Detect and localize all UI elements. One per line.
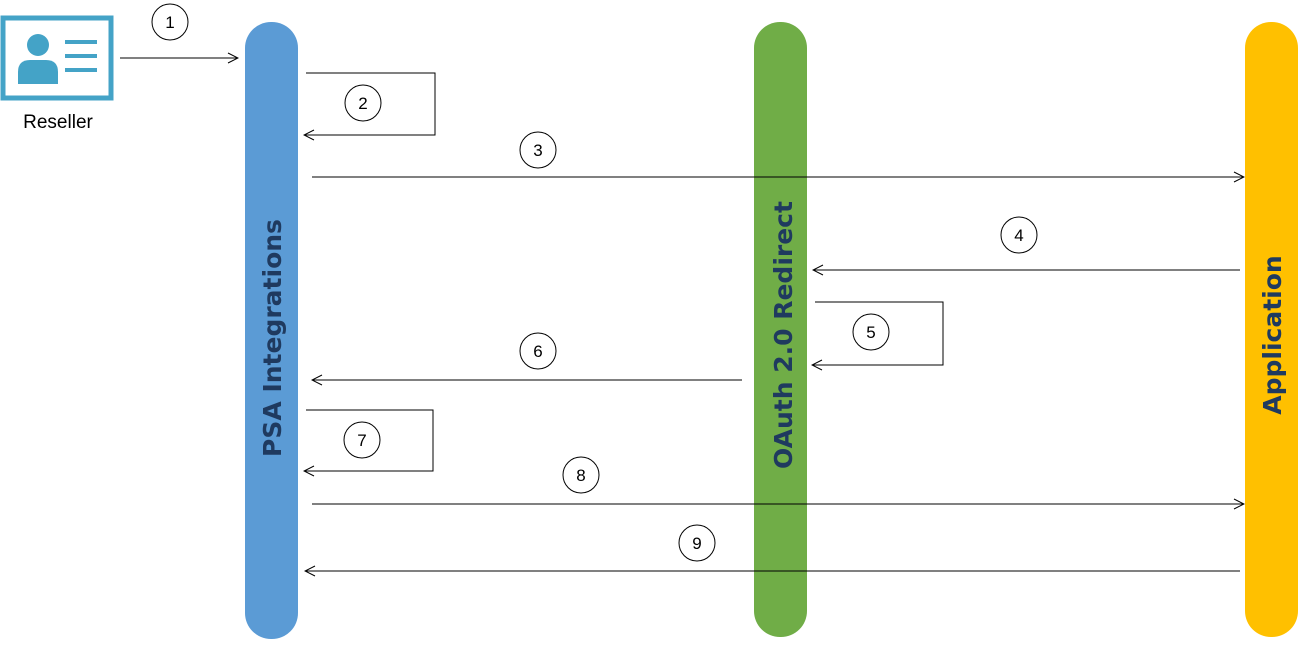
step-number-5: 5 bbox=[866, 323, 875, 342]
lane-label-oauth: OAuth 2.0 Redirect bbox=[769, 201, 798, 469]
step-number-9: 9 bbox=[692, 534, 701, 553]
step-number-8: 8 bbox=[576, 466, 585, 485]
step-badge-2: 2 bbox=[344, 84, 382, 122]
step-badges: 1 2 3 4 5 6 7 8 bbox=[151, 3, 1038, 562]
reseller-actor: Reseller bbox=[0, 15, 114, 133]
lane-bar-oauth bbox=[754, 22, 807, 637]
step-badge-6: 6 bbox=[519, 332, 557, 370]
lane-application: Application bbox=[1245, 22, 1298, 637]
step-number-4: 4 bbox=[1014, 226, 1023, 245]
step-badge-1: 1 bbox=[151, 3, 189, 41]
arrow-step-2 bbox=[304, 72, 436, 135]
step-badge-8: 8 bbox=[562, 456, 600, 494]
step-badge-5: 5 bbox=[852, 313, 890, 351]
step-badge-7: 7 bbox=[343, 421, 381, 459]
step-badge-9: 9 bbox=[678, 524, 716, 562]
step-number-7: 7 bbox=[357, 431, 366, 450]
step-number-1: 1 bbox=[165, 13, 174, 32]
step-number-2: 2 bbox=[358, 94, 367, 113]
arrow-step-5 bbox=[812, 301, 944, 365]
lane-oauth-redirect: OAuth 2.0 Redirect bbox=[754, 22, 807, 637]
lane-label-psa: PSA Integrations bbox=[258, 219, 287, 457]
reseller-card-icon bbox=[0, 15, 114, 101]
step-number-3: 3 bbox=[533, 141, 542, 160]
reseller-label: Reseller bbox=[23, 112, 93, 133]
step-badge-4: 4 bbox=[1000, 216, 1038, 254]
step-number-6: 6 bbox=[533, 342, 542, 361]
arrow-step-7 bbox=[304, 409, 434, 471]
lane-label-application: Application bbox=[1258, 255, 1287, 414]
step-badge-3: 3 bbox=[519, 131, 557, 169]
lane-bar-psa bbox=[245, 22, 298, 639]
messages bbox=[120, 58, 1244, 571]
lane-psa-integrations: PSA Integrations bbox=[245, 22, 298, 639]
lane-bar-application bbox=[1245, 22, 1298, 637]
